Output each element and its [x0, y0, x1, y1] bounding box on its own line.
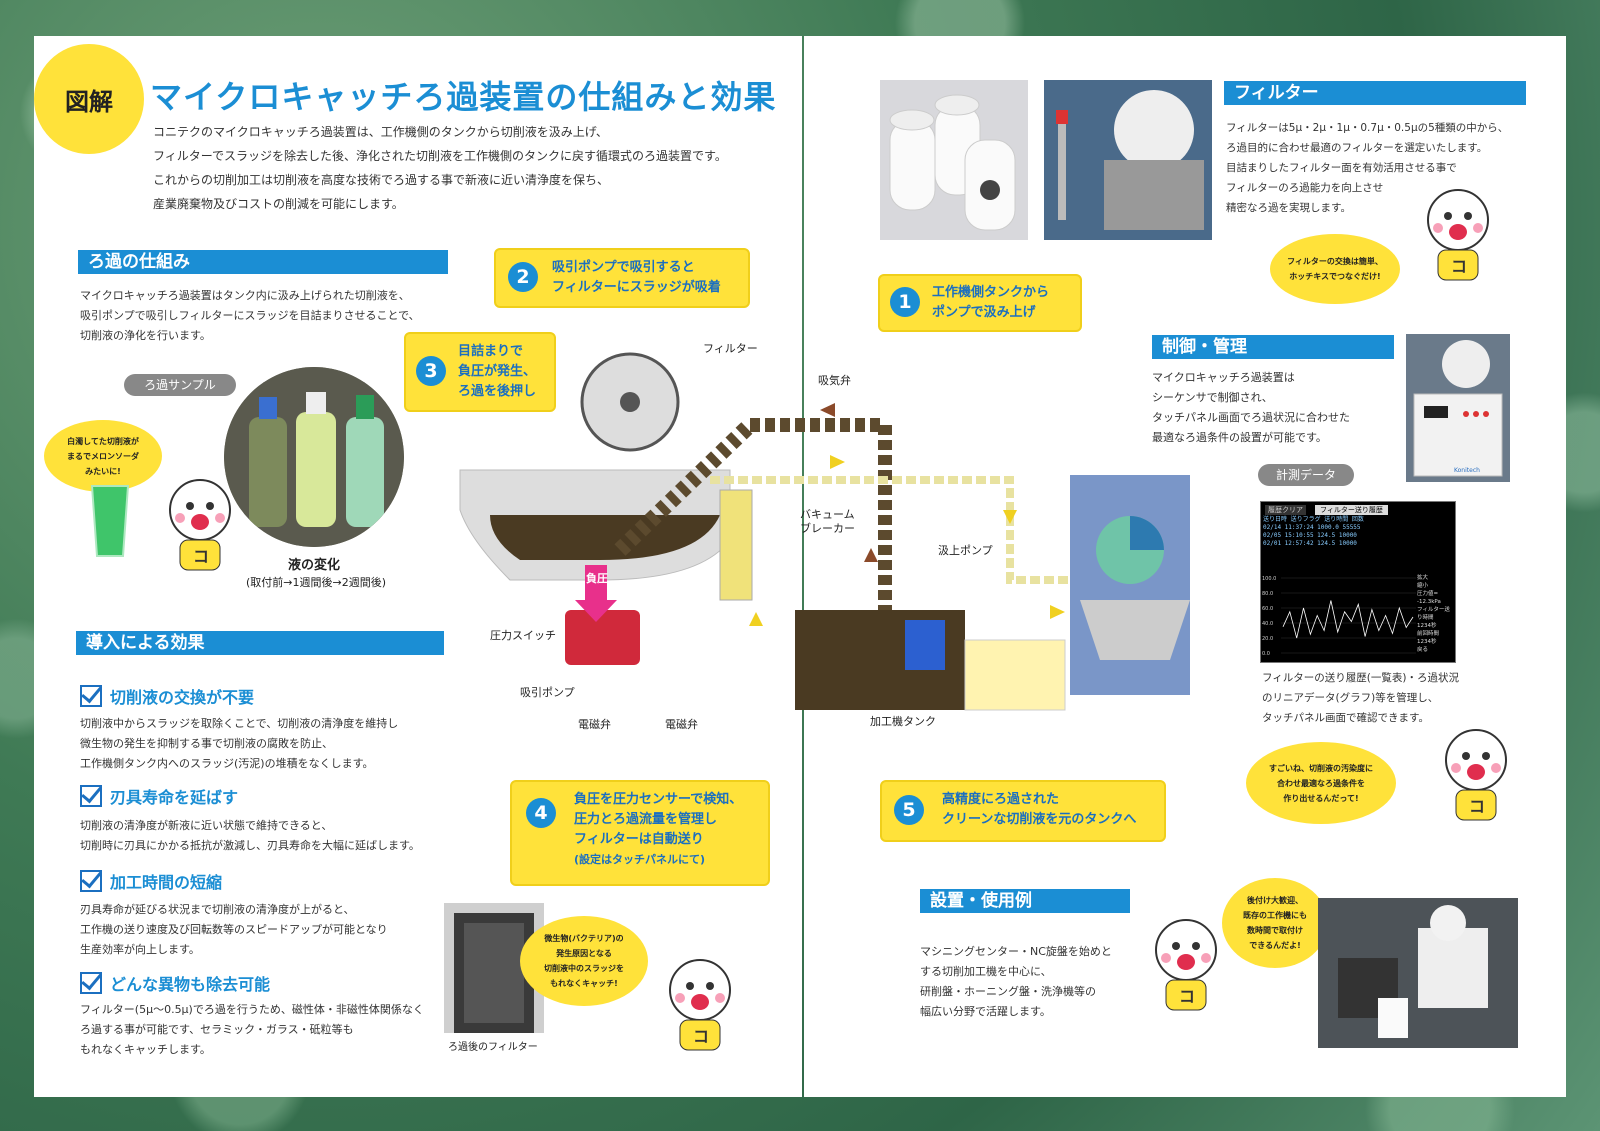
intro-line: フィルターでスラッジを除去した後、浄化された切削液を工作機側のタンクに戻す循環式… — [153, 149, 727, 163]
install-text: マシニングセンター・NC旋盤を始めとする切削加工機を中心に、研削盤・ホーニング盤… — [920, 945, 1112, 1018]
bacteria-bubble: 微生物(バクテリア)の発生原因となる切削液中のスラッジをもれなくキャッチ! — [520, 916, 648, 1006]
data-text: フィルターの送り履歴(一覧表)・ろ過状況のリニアデータ(グラフ)等を管理し、タッ… — [1262, 672, 1459, 724]
screen-side-item: 拡大 — [1417, 575, 1429, 581]
control-text: マイクロキャッチろ過装置はシーケンサで制御され、タッチパネル画面でろ過状況に合わ… — [1152, 371, 1350, 444]
used-filter-caption: ろ過後のフィルター — [448, 1042, 538, 1053]
effect-text: 刃具寿命が延びる状況まで切削液の清浄度が上がると、工作機の送り速度及び回転数等の… — [80, 903, 388, 956]
diagram-badge: 図解 — [34, 44, 144, 154]
label-suction-pump: 吸引ポンプ — [520, 686, 575, 699]
label-filter: フィルター — [703, 342, 758, 355]
screen-side-item: フィルター送り時間 — [1417, 607, 1450, 621]
effect-text: 切削液中からスラッジを取除くことで、切削液の清浄度を維持し微生物の発生を抑制する… — [80, 717, 399, 770]
mascot-icon: コ — [169, 479, 231, 571]
step-1: 1 工作機側タンクからポンプで汲み上げ — [878, 274, 1082, 332]
installation-photo — [1318, 898, 1518, 1048]
process-diagram — [459, 352, 1190, 711]
chart-axis-label: 0.0 — [1262, 651, 1270, 657]
screen-table-row: 02/14 11:37:24 1000.0 55555 — [1263, 524, 1361, 531]
effects-heading: 導入による効果 — [76, 631, 444, 655]
melon-soda-bubble: 白濁してた切削液がまるでメロンソーダみたいに! — [44, 420, 162, 492]
screen-side-item: 1234秒 — [1417, 623, 1437, 629]
step-3: 3 目詰まりで負圧が発生、ろ過を後押し — [404, 332, 556, 412]
mascot-icon: コ — [1445, 729, 1507, 821]
mechanism-heading: ろ過の仕組み — [78, 250, 448, 274]
install-bubble: 後付け大歓迎、既存の工作機にも数時間で取付けできるんだよ! — [1222, 878, 1328, 968]
control-cabinet-photo: Konitech — [1406, 334, 1510, 482]
svg-text:コ: コ — [1469, 797, 1485, 816]
screen-side-item: 圧力値= -12.3kPa — [1417, 591, 1441, 605]
label-pressure-switch: 圧力スイッチ — [490, 629, 556, 642]
bottles-icon — [224, 367, 404, 547]
chart-series-line — [1282, 600, 1414, 639]
filter-rolls-photo — [880, 80, 1028, 240]
step-2: 2 吸引ポンプで吸引するとフィルターにスラッジが吸着 — [494, 248, 750, 308]
page-title: マイクロキャッチろ過装置の仕組みと効果 — [150, 78, 777, 116]
label-vacuum-breaker: バキュームブレーカー — [800, 508, 855, 535]
effect-title: 加工時間の短縮 — [110, 873, 223, 892]
chart-axis-label: 60.0 — [1262, 606, 1273, 612]
svg-text:コ: コ — [693, 1027, 709, 1046]
intro-text: コニテクのマイクロキャッチろ過装置は、工作機側のタンクから切削液を汲み上げ、 フ… — [153, 120, 753, 216]
screen-tab: フィルター送り履歴 — [1315, 505, 1388, 515]
effect-title: どんな異物も除去可能 — [110, 975, 271, 994]
data-bubble: すごいね、切削液の汚染度に合わせ最適なろ過条件を作り出せるんだって! — [1246, 742, 1396, 824]
intro-line: これからの切削加工は切削液を高度な技術でろ過する事で新液に近い清浄度を保ち、 — [153, 173, 610, 187]
screen-side-item: 前回時間 — [1417, 631, 1440, 637]
screen-table-row: 送り日時 送りフラグ 送り時間 回数 — [1263, 516, 1364, 523]
filter-heading: フィルター — [1224, 81, 1526, 105]
svg-text:Konitech: Konitech — [1454, 467, 1480, 474]
data-pill: 計測データ — [1258, 464, 1354, 486]
stapler-bubble: フィルターの交換は簡単、ホッチキスでつなぐだけ! — [1270, 234, 1400, 304]
filter-text: フィルターは5μ・2μ・1μ・0.7μ・0.5μの5種類の中から、ろ過目的に合わ… — [1226, 122, 1509, 214]
intro-line: 産業廃棄物及びコストの削減を可能にします。 — [153, 197, 404, 211]
label-negative: 負圧 — [586, 572, 608, 585]
label-solenoid: 電磁弁 — [578, 718, 611, 731]
svg-text:コ: コ — [193, 547, 209, 566]
intro-line: コニテクのマイクロキャッチろ過装置は、工作機側のタンクから切削液を汲み上げ、 — [153, 125, 608, 139]
screen-table-row: 02/01 12:57:42 124.5 10000 — [1263, 540, 1357, 547]
effect-text: 切削液の清浄度が新液に近い状態で維持できると、切削時に刃具にかかる抵抗が激減し、… — [80, 819, 420, 852]
mascot-icon: コ — [1427, 189, 1489, 281]
chart-axis-label: 80.0 — [1262, 591, 1273, 597]
label-pump-up: 汲上ポンプ — [938, 544, 993, 557]
screen-chart: 100.0 80.0 60.0 40.0 20.0 0.0 — [1262, 576, 1416, 657]
chart-axis-label: 20.0 — [1262, 636, 1273, 642]
sample-subcaption: (取付前→1週間後→2週間後) — [246, 576, 387, 589]
check-icon — [80, 870, 102, 892]
sample-bottles-photo — [224, 367, 404, 547]
step-4: 4 負圧を圧力センサーで検知、圧力とろ過流量を管理しフィルターは自動送り(設定は… — [510, 780, 770, 886]
control-heading: 制御・管理 — [1152, 335, 1394, 359]
svg-text:コ: コ — [1179, 987, 1195, 1006]
step-5: 5 高精度にろ過されたクリーンな切削液を元のタンクへ — [880, 780, 1166, 842]
sample-pill: ろ過サンプル — [124, 374, 236, 396]
filter-unit-photo — [1044, 80, 1212, 240]
screen-side-item: 戻る — [1417, 647, 1429, 653]
check-icon — [80, 972, 102, 994]
svg-text:コ: コ — [1451, 257, 1467, 276]
screen-tab: 履歴クリア — [1265, 505, 1306, 515]
screen-side-item: 縮小 — [1417, 583, 1429, 589]
chart-axis-label: 100.0 — [1262, 576, 1276, 582]
mascot-icon: コ — [1155, 919, 1217, 1011]
label-valve: 吸気弁 — [818, 374, 851, 387]
screen-table-row: 02/05 15:10:55 124.5 10000 — [1263, 532, 1357, 539]
chart-axis-label: 40.0 — [1262, 621, 1273, 627]
install-heading: 設置・使用例 — [920, 889, 1130, 913]
label-machine-tank: 加工機タンク — [870, 715, 936, 728]
effect-title: 切削液の交換が不要 — [110, 688, 255, 707]
mascot-icon: コ — [669, 959, 731, 1051]
check-icon — [80, 685, 102, 707]
effect-text: フィルター(5μ〜0.5μ)でろ過を行うため、磁性体・非磁性体関係なくろ過する事… — [80, 1003, 424, 1056]
sample-caption: 液の変化 — [288, 558, 341, 573]
screen-side-item: 1234秒 — [1417, 639, 1437, 645]
check-icon — [80, 785, 102, 807]
melon-soda-glass-icon — [90, 485, 130, 557]
mechanism-text: マイクロキャッチろ過装置はタンク内に汲み上げられた切削液を、吸引ポンプで吸引しフ… — [80, 289, 420, 342]
effect-title: 刃具寿命を延ばす — [110, 788, 239, 807]
label-solenoid: 電磁弁 — [665, 718, 698, 731]
